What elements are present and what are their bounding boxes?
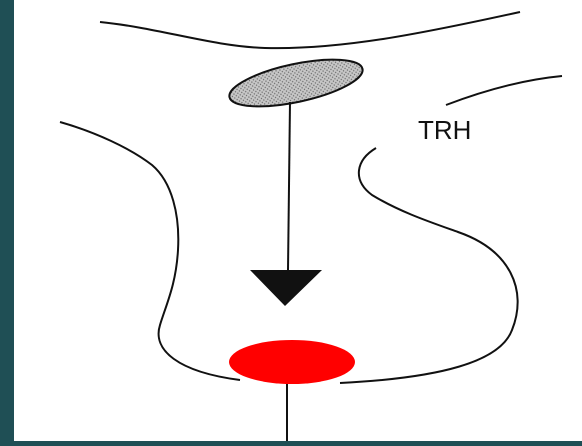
trh-label: TRH <box>418 115 471 145</box>
target-cell <box>229 340 355 384</box>
